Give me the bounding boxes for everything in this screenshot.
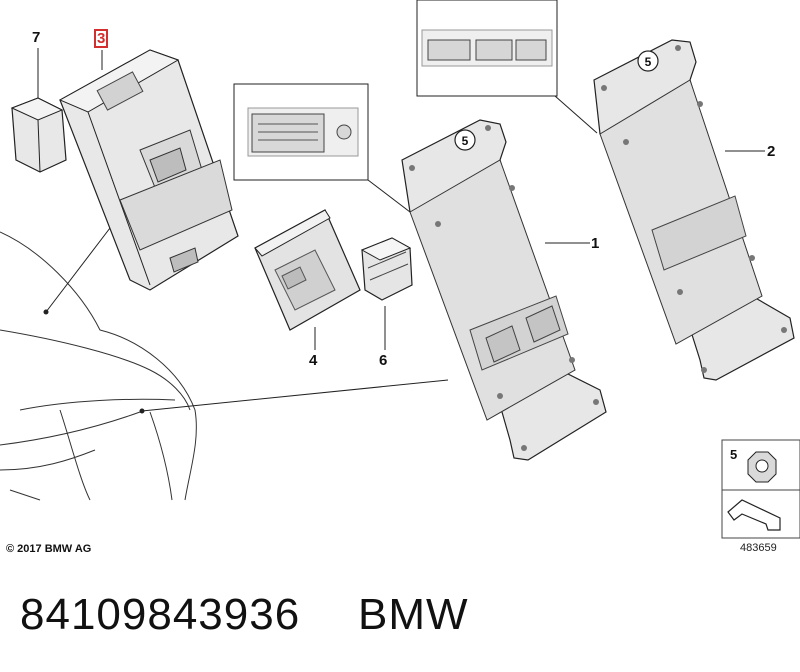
part-7-connector <box>10 97 67 173</box>
marker-5-mid-label: 5 <box>461 134 469 148</box>
part-4-module <box>254 209 361 331</box>
bracket-symbol-icon <box>727 499 781 531</box>
leader-dots <box>43 309 145 414</box>
inset-connector-detail-top <box>416 0 558 97</box>
copyright-text: © 2017 BMW AG <box>6 543 92 555</box>
part-1-main-unit <box>401 119 607 461</box>
car-outline <box>0 231 197 501</box>
circle-marker-5-mid <box>454 129 476 151</box>
part-number: 84109843936 <box>20 590 301 639</box>
nut-icon <box>747 451 777 483</box>
callout-7: 7 <box>32 29 41 46</box>
part-3-control-unit <box>58 49 239 291</box>
brand-name: BMW <box>358 590 469 639</box>
marker-5-top-label: 5 <box>644 55 652 69</box>
callout-1: 1 <box>591 235 600 252</box>
part-6-plug <box>360 237 413 301</box>
callout-2: 2 <box>767 143 776 160</box>
diagram-reference-number: 483659 <box>740 542 777 554</box>
inset-connector-detail-mid <box>233 83 369 181</box>
legend-callout-5: 5 <box>730 447 738 462</box>
legend-box <box>721 439 800 539</box>
circle-marker-5-top <box>637 50 659 72</box>
part-2-secondary-unit <box>593 39 795 381</box>
callout-6: 6 <box>379 352 388 369</box>
callout-4: 4 <box>309 352 318 369</box>
callout-3: 3 <box>94 29 109 48</box>
